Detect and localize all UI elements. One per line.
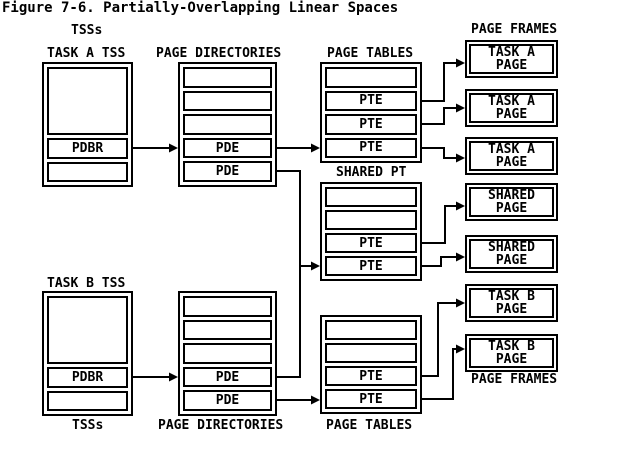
page-frame-task-a-2: TASK A PAGE bbox=[465, 89, 558, 127]
arrow-pte-to-task-a-frame-2 bbox=[422, 103, 465, 125]
tss-cell-pdbr: PDBR bbox=[47, 138, 128, 159]
directory-slot bbox=[183, 90, 272, 112]
label-page-directories-bottom: PAGE DIRECTORIES bbox=[158, 418, 284, 433]
arrow-task-b-pdbr-to-page-directory bbox=[133, 372, 178, 382]
tss-cell-empty bbox=[47, 391, 128, 411]
frame-label-line1: TASK A bbox=[488, 94, 535, 109]
directory-pde-cell: PDE bbox=[183, 161, 272, 182]
page-frame-task-b-1: TASK B PAGE bbox=[465, 284, 558, 322]
directory-pde-cell: PDE bbox=[183, 390, 272, 411]
page-frame-inner: TASK A PAGE bbox=[469, 93, 554, 123]
tss-cell-empty bbox=[47, 296, 128, 364]
arrow-task-a-pdbr-to-page-directory bbox=[133, 143, 178, 153]
label-task-b-tss: TASK B TSS bbox=[47, 276, 126, 291]
frame-label-line2: PAGE bbox=[495, 58, 528, 73]
table-slot bbox=[325, 320, 417, 340]
task-b-tss-box: PDBR bbox=[42, 291, 133, 416]
table-slot bbox=[325, 343, 417, 363]
frame-label-line1: TASK A bbox=[488, 142, 535, 157]
directory-pde-cell: PDE bbox=[183, 366, 272, 388]
label-shared-pt: SHARED PT bbox=[336, 165, 407, 180]
tss-cell-empty bbox=[47, 162, 128, 182]
frame-label-line2: PAGE bbox=[495, 253, 528, 268]
page-frame-shared-2: SHARED PAGE bbox=[465, 235, 558, 273]
frame-label-line1: TASK B bbox=[488, 289, 535, 304]
directory-pde-cell: PDE bbox=[183, 137, 272, 159]
task-a-tss-box: PDBR bbox=[42, 62, 133, 187]
page-frame-task-b-2: TASK B PAGE bbox=[465, 334, 558, 372]
page-frame-shared-1: SHARED PAGE bbox=[465, 183, 558, 221]
shared-page-table-box: PTE PTE bbox=[320, 182, 422, 281]
frame-label-line2: PAGE bbox=[495, 201, 528, 216]
directory-slot bbox=[183, 319, 272, 341]
page-frame-inner: SHARED PAGE bbox=[469, 239, 554, 269]
label-page-tables-top: PAGE TABLES bbox=[327, 46, 414, 61]
page-frame-inner: TASK A PAGE bbox=[469, 141, 554, 171]
frame-label-line2: PAGE bbox=[495, 352, 528, 367]
frame-label-line1: TASK B bbox=[488, 339, 535, 354]
page-table-task-a-box: PTE PTE PTE bbox=[320, 62, 422, 163]
table-pte-cell: PTE bbox=[325, 233, 417, 253]
tss-cell-empty bbox=[47, 67, 128, 135]
frame-label-line2: PAGE bbox=[495, 155, 528, 170]
table-slot bbox=[325, 67, 417, 88]
frame-label-line1: SHARED bbox=[488, 240, 535, 255]
label-page-tables-bottom: PAGE TABLES bbox=[326, 418, 413, 433]
arrow-bottom-pde-to-task-b-page-table bbox=[277, 395, 320, 405]
frame-label-line1: SHARED bbox=[488, 188, 535, 203]
arrow-pte-to-task-a-frame-3 bbox=[422, 147, 465, 163]
table-pte-cell: PTE bbox=[325, 366, 417, 386]
arrow-top-pde-to-task-a-page-table bbox=[277, 143, 320, 153]
frame-label-line2: PAGE bbox=[495, 107, 528, 122]
frame-label-line1: TASK A bbox=[488, 45, 535, 60]
label-tsss-bottom: TSSs bbox=[72, 418, 104, 433]
arrow-pte-to-task-b-frame-2 bbox=[422, 344, 465, 400]
figure-title: Figure 7-6. Partially-Overlapping Linear… bbox=[2, 0, 399, 16]
label-page-frames-top: PAGE FRAMES bbox=[471, 22, 558, 37]
directory-slot bbox=[183, 114, 272, 135]
table-slot bbox=[325, 210, 417, 230]
page-directory-top-box: PDE PDE bbox=[178, 62, 277, 187]
page-frame-task-a-1: TASK A PAGE bbox=[465, 40, 558, 78]
table-pte-cell: PTE bbox=[325, 90, 417, 111]
tss-cell-pdbr: PDBR bbox=[47, 367, 128, 388]
label-page-directories-top: PAGE DIRECTORIES bbox=[156, 46, 282, 61]
directory-slot bbox=[183, 296, 272, 317]
table-pte-cell: PTE bbox=[325, 389, 417, 409]
arrow-shared-pt-trunk bbox=[277, 170, 320, 378]
table-pte-cell: PTE bbox=[325, 137, 417, 158]
arrow-pte-to-shared-frame-2 bbox=[422, 252, 465, 267]
arrow-pte-to-task-b-frame-1 bbox=[422, 298, 465, 377]
page-frame-inner: TASK B PAGE bbox=[469, 338, 554, 368]
label-tsss-top: TSSs bbox=[71, 23, 103, 38]
arrow-pte-to-task-a-frame-1 bbox=[422, 58, 465, 102]
page-frame-inner: TASK A PAGE bbox=[469, 44, 554, 74]
page-frame-inner: TASK B PAGE bbox=[469, 288, 554, 318]
directory-slot bbox=[183, 67, 272, 88]
frame-label-line2: PAGE bbox=[495, 302, 528, 317]
table-slot bbox=[325, 187, 417, 207]
page-frame-task-a-3: TASK A PAGE bbox=[465, 137, 558, 175]
table-pte-cell: PTE bbox=[325, 256, 417, 276]
directory-slot bbox=[183, 343, 272, 364]
label-page-frames-bottom: PAGE FRAMES bbox=[471, 372, 558, 387]
page-table-task-b-box: PTE PTE bbox=[320, 315, 422, 414]
label-task-a-tss: TASK A TSS bbox=[47, 46, 126, 61]
arrow-pte-to-shared-frame-1 bbox=[422, 201, 465, 244]
page-frame-inner: SHARED PAGE bbox=[469, 187, 554, 217]
table-pte-cell: PTE bbox=[325, 114, 417, 135]
page-directory-bottom-box: PDE PDE bbox=[178, 291, 277, 416]
